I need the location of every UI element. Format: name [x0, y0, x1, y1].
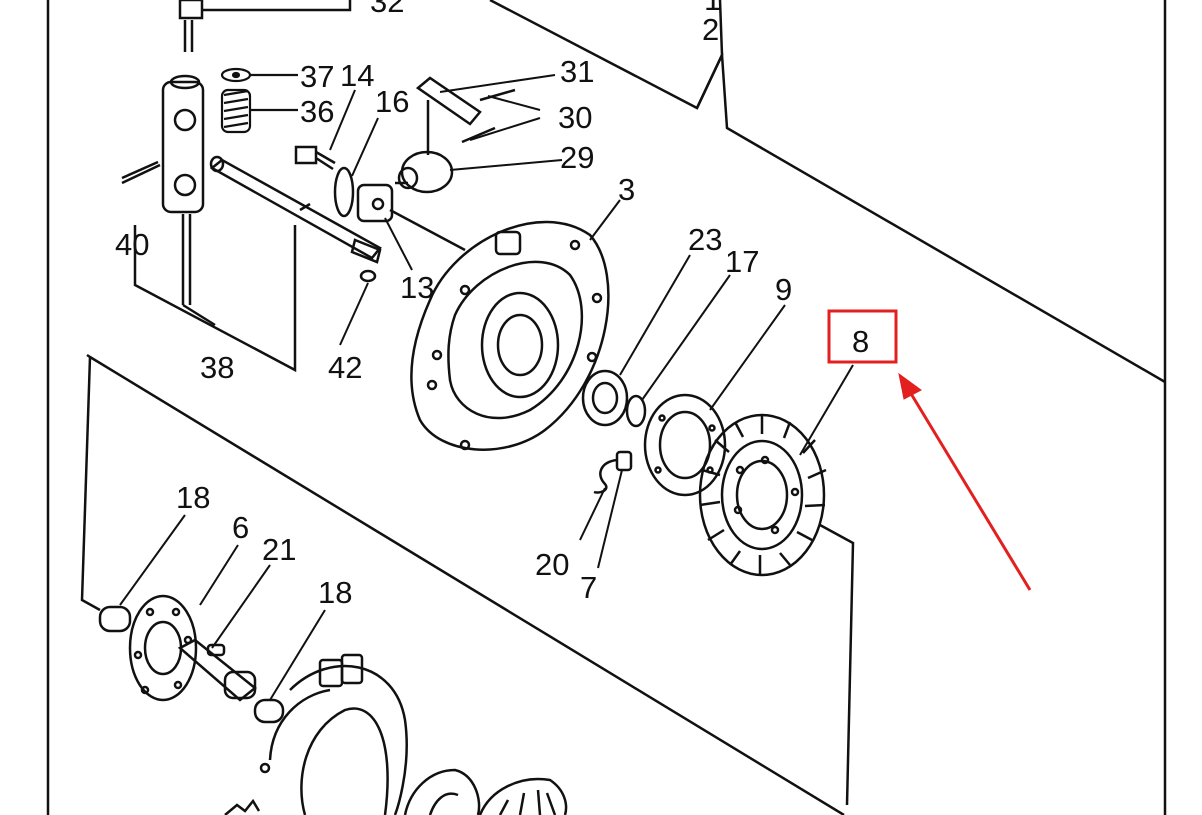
spring-and-washer	[220, 67, 298, 134]
part-label-14: 14	[340, 58, 374, 93]
part-label-13: 13	[400, 270, 434, 305]
part-label-8: 8	[852, 324, 869, 359]
hub-assembly	[98, 594, 285, 724]
part-label-36: 36	[300, 94, 334, 129]
part-label-17: 17	[725, 244, 759, 279]
part-label-42: 42	[328, 350, 362, 385]
part-label-38: 38	[200, 350, 234, 385]
part-label-3: 3	[618, 172, 635, 207]
part-label-16: 16	[375, 84, 409, 119]
part-label-40: 40	[115, 227, 149, 262]
clutch-shaft	[209, 155, 382, 283]
part-label-31: 31	[560, 54, 594, 89]
part-label-29: 29	[560, 140, 594, 175]
yoke-assembly	[121, 0, 352, 373]
bearing-ring-gasket	[581, 369, 727, 497]
part-label-18-top: 18	[176, 480, 210, 515]
frame-lines	[46, 0, 1167, 815]
part-label-20: 20	[535, 547, 569, 582]
friction-disc	[698, 413, 827, 577]
highlight-box	[827, 309, 898, 364]
part-label-30: 30	[558, 100, 592, 135]
part-labels: 32 1 2 37 14 16 36 31 30 29 3 40 13 23 1…	[115, 0, 792, 610]
release-fork-parts	[294, 145, 466, 252]
lower-clutch-housing	[224, 653, 408, 815]
part-label-1: 1	[704, 0, 721, 17]
leader-lines	[119, 74, 854, 701]
highlight-callout: 8	[827, 309, 898, 364]
part-label-21: 21	[262, 532, 296, 567]
release-fork	[395, 76, 516, 194]
part-label-32: 32	[370, 0, 404, 19]
part-label-23: 23	[688, 222, 722, 257]
part-label-6: 6	[232, 510, 249, 545]
part-label-2: 2	[702, 12, 719, 47]
pressure-plate-housing	[410, 220, 610, 451]
lower-discs	[403, 768, 568, 815]
pointer-arrow	[898, 372, 1032, 591]
part-label-7: 7	[580, 570, 597, 605]
part-label-37: 37	[300, 59, 334, 94]
part-label-9: 9	[775, 272, 792, 307]
part-label-18-bottom: 18	[318, 575, 352, 610]
